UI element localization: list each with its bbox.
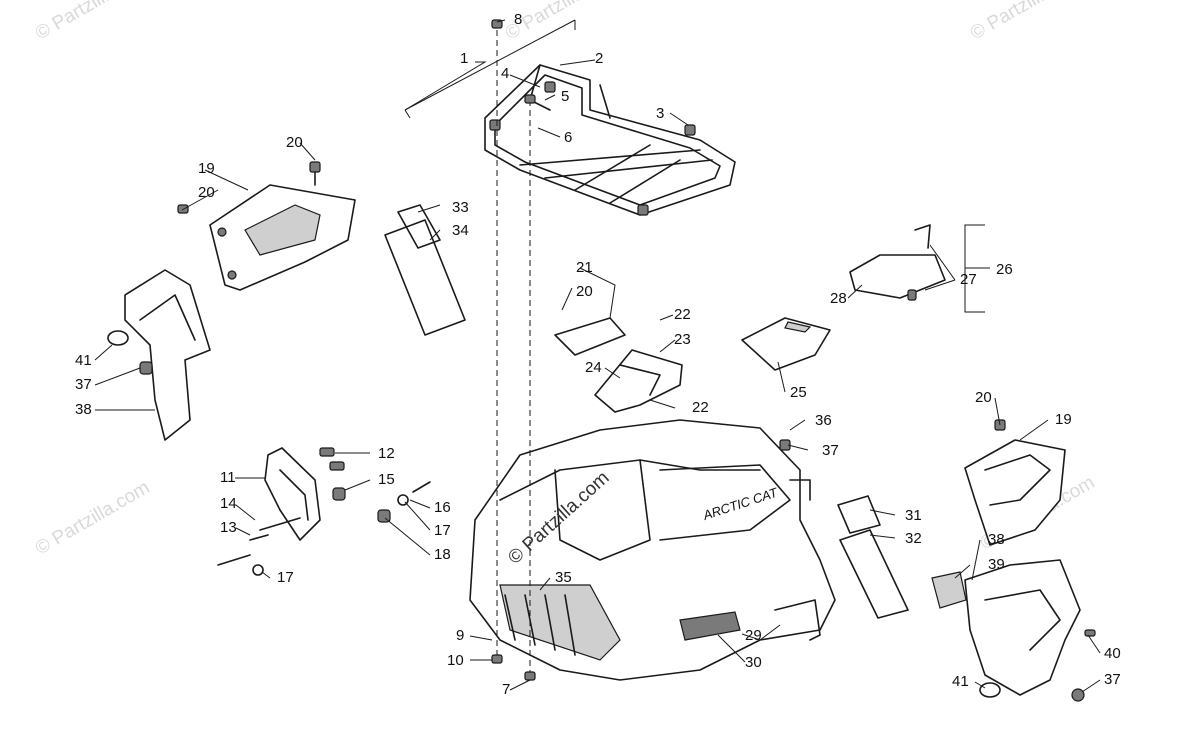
callout-20b: 20 bbox=[198, 184, 215, 201]
callout-7: 7 bbox=[502, 681, 510, 698]
decal-set-right bbox=[837, 495, 909, 619]
decal-set-left bbox=[384, 204, 466, 336]
callout-19: 19 bbox=[198, 160, 215, 177]
callout-12: 12 bbox=[378, 445, 395, 462]
callout-9: 9 bbox=[456, 627, 464, 644]
bolt-alignment-lines bbox=[491, 19, 536, 681]
callout-31: 31 bbox=[905, 507, 922, 524]
right-splash-guard bbox=[931, 559, 1085, 702]
callout-41: 41 bbox=[75, 352, 92, 369]
callout-5: 5 bbox=[561, 88, 569, 105]
headlight-assembly bbox=[259, 447, 321, 541]
callout-6: 6 bbox=[564, 129, 572, 146]
callout-20c: 20 bbox=[576, 283, 593, 300]
callout-29: 29 bbox=[745, 627, 762, 644]
callout-37c: 37 bbox=[1104, 671, 1121, 688]
callout-14: 14 bbox=[220, 495, 237, 512]
leader-lines bbox=[94, 19, 1101, 693]
center-cover bbox=[741, 317, 831, 371]
watermark: © Partzilla.com bbox=[32, 0, 153, 44]
callout-27: 27 bbox=[960, 271, 977, 288]
callout-32: 32 bbox=[905, 530, 922, 547]
callout-labels: 1 2 3 4 5 6 7 8 9 10 11 12 13 14 15 16 1… bbox=[75, 11, 1121, 698]
callout-25: 25 bbox=[790, 384, 807, 401]
callout-33: 33 bbox=[452, 199, 469, 216]
callout-3: 3 bbox=[656, 105, 664, 122]
front-rack bbox=[484, 64, 736, 216]
callout-30: 30 bbox=[745, 654, 762, 671]
callout-1: 1 bbox=[460, 50, 468, 67]
callout-37: 37 bbox=[822, 442, 839, 459]
hardware-group bbox=[217, 447, 431, 576]
storage-lid bbox=[849, 224, 946, 301]
callout-34: 34 bbox=[452, 222, 469, 239]
callout-24: 24 bbox=[585, 359, 602, 376]
callout-22: 22 bbox=[674, 306, 691, 323]
callout-17: 17 bbox=[434, 522, 451, 539]
callout-16: 16 bbox=[434, 499, 451, 516]
callout-38: 38 bbox=[75, 401, 92, 418]
callout-22b: 22 bbox=[692, 399, 709, 416]
callout-13: 13 bbox=[220, 519, 237, 536]
callout-18: 18 bbox=[434, 546, 451, 563]
callout-37b: 37 bbox=[75, 376, 92, 393]
callout-35: 35 bbox=[555, 569, 572, 586]
callout-17b: 17 bbox=[277, 569, 294, 586]
left-side-panel bbox=[209, 184, 356, 291]
callout-28: 28 bbox=[830, 290, 847, 307]
callout-21: 21 bbox=[576, 259, 593, 276]
callout-36: 36 bbox=[815, 412, 832, 429]
front-cover-panels bbox=[554, 317, 683, 413]
callout-2: 2 bbox=[595, 50, 603, 67]
callout-15: 15 bbox=[378, 471, 395, 488]
callout-26: 26 bbox=[996, 261, 1013, 278]
left-splash-guard bbox=[107, 269, 211, 441]
callout-39: 39 bbox=[988, 556, 1005, 573]
callout-4: 4 bbox=[501, 65, 509, 82]
callout-20: 20 bbox=[286, 134, 303, 151]
callout-8: 8 bbox=[514, 11, 522, 28]
right-side-panel bbox=[964, 439, 1066, 546]
callout-23: 23 bbox=[674, 331, 691, 348]
callout-40: 40 bbox=[1104, 645, 1121, 662]
callout-11: 11 bbox=[220, 469, 236, 486]
misc-hardware bbox=[139, 161, 1096, 637]
callout-19b: 19 bbox=[1055, 411, 1072, 428]
callout-38b: 38 bbox=[988, 531, 1005, 548]
watermark: © Partzilla.com bbox=[32, 477, 153, 559]
callout-41b: 41 bbox=[952, 673, 969, 690]
callout-20d: 20 bbox=[975, 389, 992, 406]
watermark: © Partzilla.com bbox=[967, 0, 1088, 44]
callout-10: 10 bbox=[447, 652, 464, 669]
